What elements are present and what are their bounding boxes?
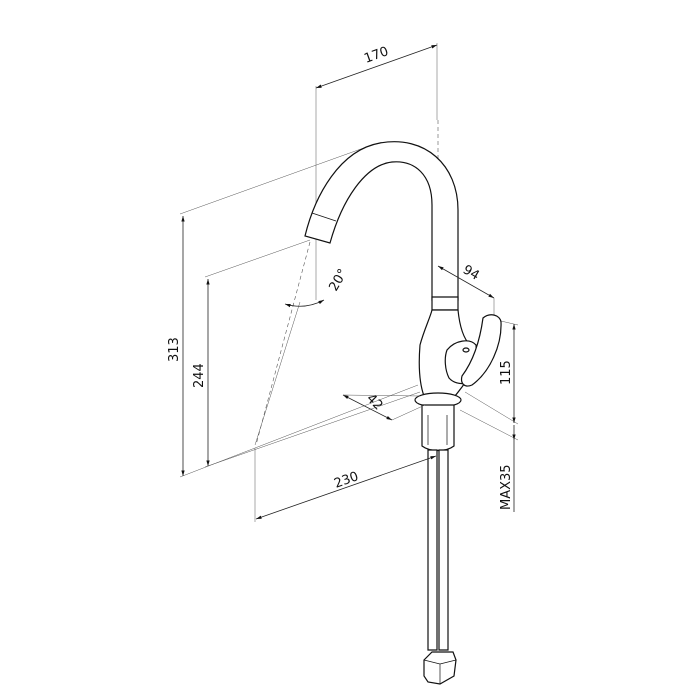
- dimension-max35: MAX35: [499, 425, 516, 512]
- lever-handle: [460, 314, 502, 387]
- spout: [304, 141, 459, 301]
- dimension-170: 170: [315, 44, 438, 89]
- dimension-244-label: 244: [192, 363, 207, 388]
- spout-stream-line: [255, 241, 311, 446]
- hose-left: [427, 449, 438, 651]
- dimension-313: 313: [167, 216, 185, 476]
- dimension-313-label: 313: [167, 337, 182, 362]
- dimension-94-label: 94: [460, 262, 482, 283]
- faucet: [304, 141, 502, 685]
- dimension-230: 230: [255, 455, 437, 520]
- hose-right: [438, 449, 449, 651]
- dimension-94: 94: [437, 262, 495, 299]
- dimension-20-label: 20°: [326, 267, 351, 294]
- dimension-42-label: 42: [363, 391, 385, 413]
- dimension-244: 244: [192, 279, 210, 466]
- dimension-230-label: 230: [332, 469, 360, 492]
- dimension-42: 42: [342, 391, 426, 421]
- dimension-115-label: 115: [499, 360, 514, 385]
- dimension-115: 115: [499, 324, 516, 423]
- handle-screw: [462, 347, 470, 353]
- mounting-shank: [421, 404, 455, 452]
- spout-collar: [431, 296, 459, 311]
- dimension-max35-label: MAX35: [499, 464, 514, 510]
- dimension-20-degrees: 20°: [284, 267, 351, 308]
